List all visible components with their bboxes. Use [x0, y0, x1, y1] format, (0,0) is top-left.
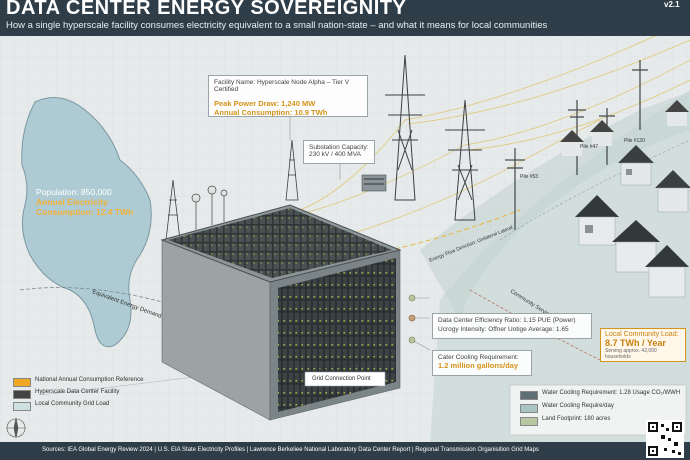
pylon-2: [445, 99, 485, 221]
footer-bar: Sources: IEA Global Energy Review 2024 |…: [0, 442, 690, 460]
legend-label-facility: Hyperscale Data Center Facility: [35, 389, 120, 395]
facility-peak-power: Peak Power Draw: 1,240 MW: [214, 99, 316, 108]
efficiency-ratio: Data Center Efficiency Ratio: 1.15 PUE (…: [438, 317, 576, 324]
community-load-note: Serving approx. 42,000 households: [605, 348, 657, 360]
facility-name: Facility Name: Hyperscale Node Alpha – T…: [214, 79, 350, 93]
legend-label-national: National Annual Consumption Reference: [35, 377, 144, 383]
efficiency-callout: Data Center Efficiency Ratio: 1.15 PUE (…: [432, 313, 592, 339]
qr-code-icon: [646, 420, 684, 458]
legend-right-swatch-cooling: [520, 404, 538, 413]
page-subtitle: How a single hyperscale facility consume…: [6, 20, 548, 31]
energy-flow-arrow: [339, 209, 521, 261]
legend-right-label-cooling: Water Cooling Require/day: [542, 403, 614, 409]
pile-47-label: Pile #47: [580, 144, 598, 150]
version-badge: v2.1: [664, 0, 680, 9]
nation-electricity-label: Annual Electricity: [36, 197, 108, 207]
transmission-lines: [299, 19, 690, 241]
pylon-1: [385, 54, 425, 201]
community-area-band: [420, 92, 690, 320]
community-boundary: [499, 139, 690, 241]
legend-right: Water Cooling Requirement: 1.28 Usage CO…: [520, 390, 680, 432]
grid-connection-box-label: Grid Connection Point: [312, 376, 371, 382]
facility-callout: Facility Name: Hyperscale Node Alpha – T…: [208, 75, 368, 117]
legend-right-swatch-land: [520, 417, 538, 426]
grid-connection-box: [304, 371, 386, 387]
header-bar: DATA CENTER ENERGY SOVEREIGNITY How a si…: [0, 0, 690, 36]
callout-dots: [408, 294, 416, 344]
pile-53-label: Pile #53: [520, 174, 538, 180]
compass-icon: [6, 417, 26, 439]
antenna-tower-right: [285, 139, 299, 201]
substation-label: Substation Capacity:: [309, 144, 369, 151]
substation-unit: [361, 174, 387, 192]
legend-swatch-community: [13, 402, 31, 411]
footer-sources: Sources: IEA Global Energy Review 2024 |…: [42, 447, 539, 453]
cooling-value: 1.2 million gallons/day: [438, 361, 519, 370]
legend-right-label-water: Water Cooling Requirement: 1.28 Usage CO…: [542, 390, 681, 396]
nation-consumption-label: Population: 850,000 Annual Electricity C…: [36, 187, 146, 217]
legend-right-swatch-water: [520, 391, 538, 400]
substation-capacity: 230 kV / 400 MVA: [309, 151, 361, 158]
community-load-value: 8.7 TWh / Year: [605, 338, 666, 348]
equivalence-arrow: [19, 287, 191, 311]
cooling-callout: Cater Cooling Requirement: 1.2 million g…: [432, 350, 532, 376]
legend-swatch-national: [13, 378, 31, 387]
page-title: DATA CENTER ENERGY SOVEREIGNITY: [6, 0, 407, 19]
pile-120-label: Pile #120: [624, 138, 645, 144]
cooling-label: Cater Cooling Requirement:: [438, 354, 519, 361]
substation-callout: Substation Capacity: 230 kV / 400 MVA: [303, 140, 375, 164]
nation-island: [21, 97, 152, 348]
nation-consumption: Consumption: 12.4 TWh: [36, 207, 134, 217]
legend-swatch-facility: [13, 390, 31, 399]
efficiency-intensity: Ucrogy Intensity: Offner Uotige Average:…: [438, 326, 569, 333]
satellite-dishes: [191, 185, 228, 230]
facility-annual-consumption: Annual Consumption: 10.9 TWh: [214, 108, 328, 117]
legend-right-label-land: Land Footprint: 180 acres: [542, 416, 611, 422]
community-load-title: Local Community Load:: [605, 331, 679, 338]
houses: [560, 100, 690, 298]
legend-label-community: Local Community Grid Load: [35, 401, 110, 407]
nation-population: Population: 850,000: [36, 187, 112, 197]
community-load-callout: Local Community Load: 8.7 TWh / Year Ser…: [600, 328, 686, 362]
